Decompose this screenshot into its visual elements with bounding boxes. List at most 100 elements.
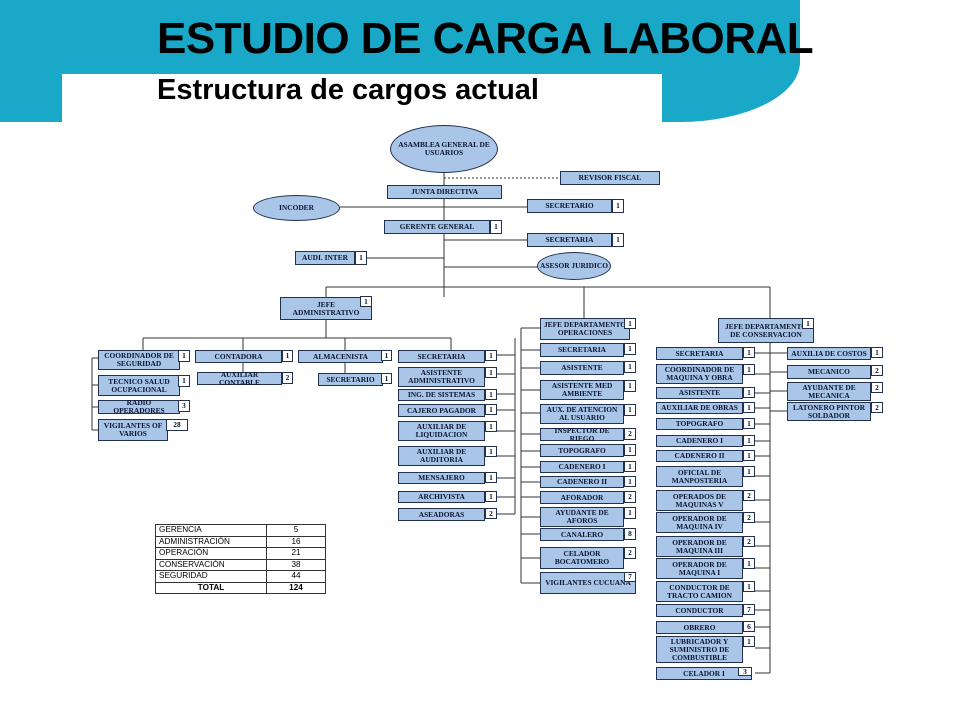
contadora-count: 1 [282, 350, 293, 362]
ops-label-5: TOPOGRAFO [558, 445, 606, 455]
summary-label: GERENCIA [155, 524, 267, 537]
summary-label: CONSERVACIÓN [155, 558, 267, 571]
almacenista-label: ALMACENISTA [313, 351, 368, 361]
cons-col1-label-13: CONDUCTOR [675, 605, 724, 615]
cons-col1-count-5: 1 [743, 435, 755, 446]
summary-value: 21 [266, 547, 326, 560]
audi-inter-count: 1 [355, 251, 367, 265]
ops-count-3: 1 [624, 404, 636, 416]
cons-col1-label-6: CADENERO II [674, 451, 725, 460]
admin-col1-count-3: 28 [166, 419, 188, 431]
cons-col2-item-1: MECANICO [787, 365, 871, 379]
audi-inter-box: AUDI. INTER [295, 251, 355, 265]
audi-inter-label: AUDI. INTER [302, 253, 348, 262]
cons-col1-item-5: CADENERO I [656, 435, 743, 447]
ops-label-4: INSPECTOR DE RIEGO [554, 425, 610, 443]
cons-col1-label-1: COORDINADOR DE MAQUINA Y OBRA [664, 365, 735, 382]
admin-col1-item-1: TECNICO SALUD OCUPACIONAL [98, 375, 180, 396]
cons-col1-label-14: OBRERO [683, 622, 716, 632]
cons-col1-item-1: COORDINADOR DE MAQUINA Y OBRA [656, 364, 743, 384]
ops-label-7: CADENERO II [557, 477, 607, 486]
auxiliar-contable-label: AUXILIAR CONTABLE [219, 369, 260, 387]
ops-count-11: 2 [624, 547, 636, 559]
cons-col1-label-2: ASISTENTE [678, 388, 721, 397]
cons-col1-count-2: 1 [743, 387, 755, 398]
cons-col1-count-8: 2 [743, 490, 755, 501]
gerente-general-count: 1 [490, 220, 502, 234]
junta-directiva-label: JUNTA DIRECTIVA [411, 187, 478, 196]
asesor-juridico-oval: ASESOR JURIDICO [537, 252, 611, 280]
cons-col2-label-1: MECANICO [808, 367, 850, 376]
ops-item-1: ASISTENTE [540, 361, 624, 375]
admin-col4-count-6: 1 [485, 472, 497, 483]
jefe-operaciones-label: JEFE DEPARTAMENTO OPERACIONES [543, 320, 627, 337]
cons-col1-label-12: CONDUCTOR DE TRACTO CAMION [667, 582, 732, 600]
cons-col2-count-2: 2 [871, 382, 883, 393]
ops-label-1: ASISTENTE [561, 363, 603, 372]
admin-col4-item-8: ASEADORAS [398, 508, 485, 521]
admin-col4-label-4: AUXILIAR DE LIQUIDACION [415, 422, 468, 439]
ops-count-8: 2 [624, 491, 636, 503]
admin-col4-label-3: CAJERO PAGADOR [406, 405, 477, 415]
junta-directiva-box: JUNTA DIRECTIVA [387, 185, 502, 199]
ops-count-2: 1 [624, 380, 636, 392]
gerente-general-box: GERENTE GENERAL [384, 220, 490, 234]
admin-col4-count-3: 1 [485, 404, 497, 415]
jefe-operaciones-box: JEFE DEPARTAMENTO OPERACIONES [540, 318, 630, 340]
secretaria-gerencia-label: SECRETARIA [545, 235, 594, 244]
ops-count-6: 1 [624, 461, 636, 472]
auxiliar-contable-count: 2 [282, 372, 293, 384]
cons-col2-item-2: AYUDANTE DE MECANICA [787, 382, 871, 401]
cons-col1-count-10: 2 [743, 536, 755, 547]
admin-col1-count-2: 3 [178, 400, 190, 412]
cons-col1-count-0: 1 [743, 347, 755, 358]
cons-col2-label-3: LATONERO PINTOR SOLDADOR [792, 402, 866, 420]
cons-col1-label-11: OPERADOR DE MAQUINA I [672, 559, 727, 577]
cons-col1-count-13: 7 [743, 604, 755, 615]
cons-col1-item-9: OPERADOR DE MAQUINA IV [656, 512, 743, 533]
almacenista-box: ALMACENISTA [298, 350, 383, 363]
ops-item-6: CADENERO I [540, 461, 624, 473]
ops-item-10: CANALERO [540, 528, 624, 541]
ops-label-11: CELADOR BOCATOMERO [554, 549, 610, 566]
cons-col1-label-16: CELADOR I [683, 668, 725, 678]
admin-col1-label-3: VIGILANTES OF VARIOS [103, 421, 163, 438]
cons-col1-label-9: OPERADOR DE MAQUINA IV [672, 513, 727, 531]
cons-col1-item-13: CONDUCTOR [656, 604, 743, 617]
admin-col4-label-1: ASISTENTE ADMINISTRATIVO [408, 368, 475, 385]
cons-col1-count-1: 1 [743, 364, 755, 375]
asesor-juridico-label: ASESOR JURIDICO [540, 261, 608, 270]
secretaria-gerencia-box: SECRETARIA [527, 233, 612, 247]
admin-col4-label-8: ASEADORAS [418, 509, 465, 519]
cons-col2-count-3: 2 [871, 402, 883, 413]
cons-col2-label-0: AUXILIA DE COSTOS [791, 348, 867, 358]
gerente-general-label: GERENTE GENERAL [399, 222, 475, 231]
secretario-junta-count: 1 [612, 199, 624, 213]
page-title: ESTUDIO DE CARGA LABORAL [157, 14, 814, 63]
cons-col2-label-2: AYUDANTE DE MECANICA [802, 382, 856, 400]
cons-col1-label-15: LUBRICADOR Y SUMINISTRO DE COMBUSTIBLE [669, 636, 730, 662]
admin-col4-item-5: AUXILIAR DE AUDITORIA [398, 446, 485, 466]
admin-col4-label-7: ARCHIVISTA [418, 492, 465, 501]
header-white-strip [62, 74, 662, 122]
summary-label: SEGURIDAD [155, 570, 267, 583]
ops-item-11: CELADOR BOCATOMERO [540, 547, 624, 569]
contadora-box: CONTADORA [195, 350, 282, 363]
incoder-oval: INCODER [253, 195, 340, 221]
secretaria-gerencia-count: 1 [612, 233, 624, 247]
cons-col1-label-8: OPERADOS DE MAQUINAS V [672, 491, 727, 509]
secretario-junta-box: SECRETARIO [527, 199, 612, 213]
asamblea-oval: ASAMBLEA GENERAL DE USUARIOS [390, 125, 498, 173]
cons-col1-label-4: TOPOGRAFO [675, 419, 724, 428]
ops-label-12: VIGILANTES CUCUANA [545, 578, 631, 587]
cons-col1-count-16: 3 [738, 667, 752, 676]
cons-col1-label-0: SECRETARIA [675, 348, 724, 358]
cons-col1-count-12: 1 [743, 581, 755, 592]
admin-col1-label-1: TECNICO SALUD OCUPACIONAL [108, 376, 170, 394]
summary-total-value: 124 [266, 581, 326, 594]
